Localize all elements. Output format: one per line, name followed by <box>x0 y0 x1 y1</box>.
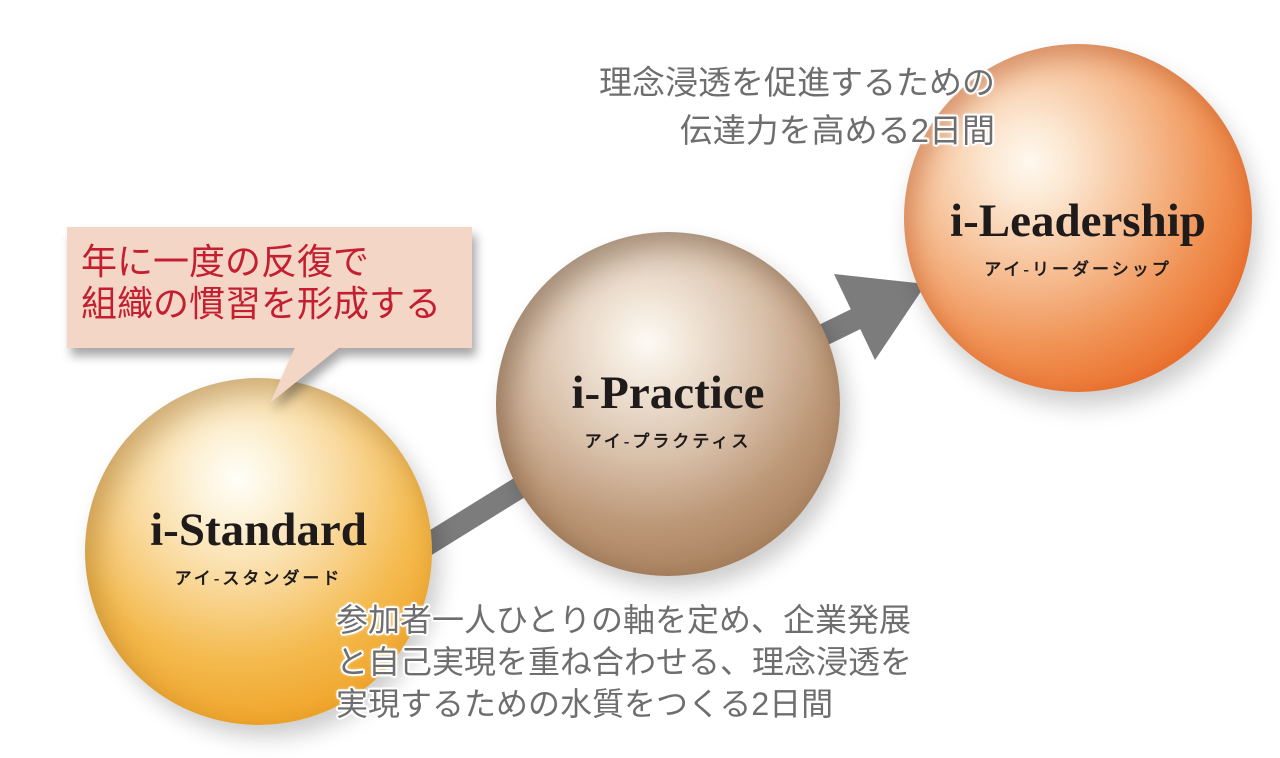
node-subtitle: アイ-プラクティス <box>584 431 752 451</box>
node-label-group: i-Leadership アイ-リーダーシップ <box>904 194 1252 280</box>
standard-description-note: 参加者一人ひとりの軸を定め、企業発展 と自己実現を重ね合わせる、理念浸透を 実現… <box>336 599 912 725</box>
callout-line: 組織の慣習を形成する <box>81 283 442 324</box>
callout-bubble: 年に一度の反復で 組織の慣習を形成する <box>67 227 472 403</box>
node-i-standard: i-Standard アイ-スタンダード <box>85 378 432 725</box>
node-i-leadership: i-Leadership アイ-リーダーシップ <box>904 44 1252 392</box>
callout-line: 年に一度の反復で <box>81 241 370 282</box>
node-subtitle: アイ-リーダーシップ <box>984 259 1172 279</box>
note-line: 伝達力を高める2日間 <box>679 112 995 149</box>
node-label-group: i-Practice アイ-プラクティス <box>496 366 840 452</box>
node-title: i-Practice <box>571 366 765 419</box>
note-line: 参加者一人ひとりの軸を定め、企業発展 <box>336 602 912 638</box>
note-line: 理念浸透を促進するための <box>599 64 995 101</box>
callout-body: 年に一度の反復で 組織の慣習を形成する <box>67 227 472 348</box>
leadership-description-note: 理念浸透を促進するための 伝達力を高める2日間 <box>599 59 995 155</box>
note-line: と自己実現を重ね合わせる、理念浸透を <box>336 644 913 680</box>
node-title: i-Standard <box>150 504 367 557</box>
arrow-head <box>834 274 926 360</box>
node-title: i-Leadership <box>950 194 1206 247</box>
node-i-practice: i-Practice アイ-プラクティス <box>496 232 840 576</box>
node-label-group: i-Standard アイ-スタンダード <box>85 507 432 589</box>
node-subtitle: アイ-スタンダード <box>174 569 343 589</box>
note-line: 実現するための水質をつくる2日間 <box>336 686 834 722</box>
